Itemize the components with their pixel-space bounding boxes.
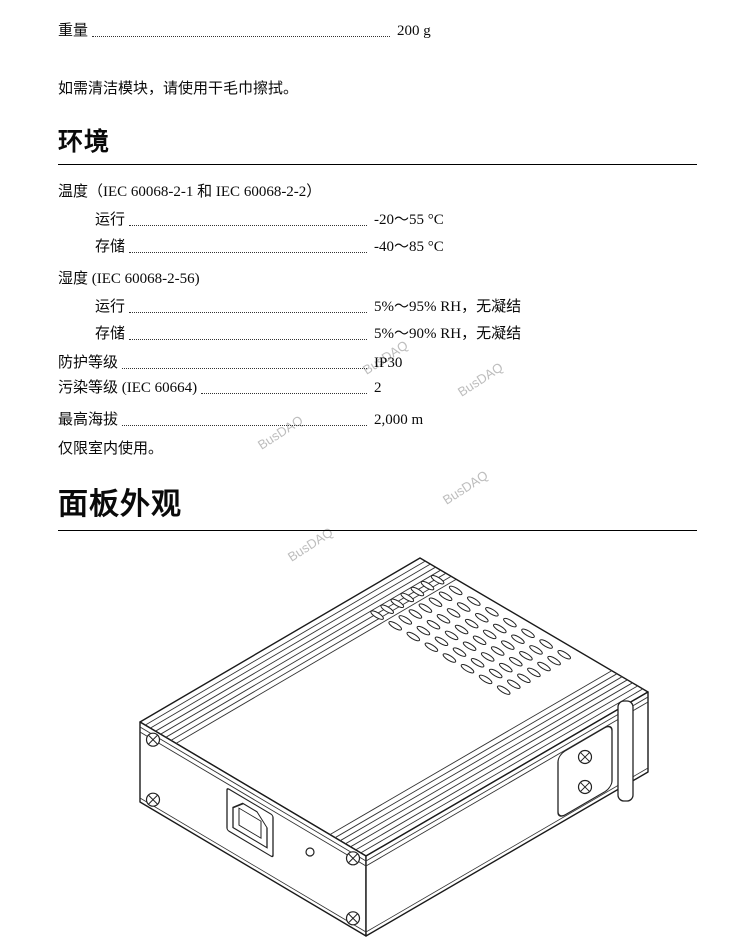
spec-value-weight: 200 g bbox=[397, 23, 431, 39]
dot-leader bbox=[122, 352, 367, 369]
spec-label: 污染等级 (IEC 60664) bbox=[58, 380, 198, 396]
spec-value: -40～85 °C bbox=[374, 239, 444, 255]
groove-lines bbox=[139, 560, 649, 933]
dot-leader bbox=[129, 323, 367, 340]
din-clip bbox=[557, 700, 634, 817]
spec-label: 存储 bbox=[95, 326, 126, 342]
spec-value: 5%～90% RH，无凝结 bbox=[374, 326, 522, 342]
indoor-use-note: 仅限室内使用。 bbox=[58, 441, 164, 457]
usb-port bbox=[226, 788, 274, 858]
section-rule bbox=[58, 164, 697, 165]
led-hole bbox=[305, 847, 315, 857]
spec-value: 2,000 m bbox=[374, 412, 424, 428]
spec-value: 5%～95% RH，无凝结 bbox=[374, 299, 522, 315]
spec-row-pollution-degree: 污染等级 (IEC 60664) 2 bbox=[58, 377, 697, 399]
device-isometric-illustration bbox=[139, 557, 649, 937]
dot-leader bbox=[129, 296, 367, 313]
document-content: 重量 200 g 如需清洁模块，请使用干毛巾擦拭。 环境 温度（IEC 6006… bbox=[58, 20, 697, 531]
spec-row-weight: 重量 200 g bbox=[58, 20, 697, 42]
spec-label: 防护等级 bbox=[58, 355, 119, 371]
corner-screw-icon bbox=[145, 792, 161, 807]
spec-label: 运行 bbox=[95, 299, 126, 315]
dot-leader bbox=[129, 236, 367, 253]
spec-label: 运行 bbox=[95, 212, 126, 228]
section-title-environment: 环境 bbox=[58, 128, 111, 156]
section-title-panel: 面板外观 bbox=[58, 488, 182, 521]
dot-leader bbox=[92, 20, 390, 37]
clip-screw-icon bbox=[577, 749, 593, 765]
spec-label: 最高海拔 bbox=[58, 412, 119, 428]
spec-row-max-altitude: 最高海拔 2,000 m bbox=[58, 409, 697, 431]
temperature-heading: 温度（IEC 60068-2-1 和 IEC 60068-2-2） bbox=[58, 184, 322, 200]
spec-value: 2 bbox=[374, 380, 382, 396]
humidity-heading: 湿度 (IEC 60068-2-56) bbox=[58, 271, 200, 287]
spec-value: IP30 bbox=[374, 355, 403, 371]
spec-row-ingress-protection: 防护等级 IP30 bbox=[58, 352, 697, 374]
corner-screw-icon bbox=[345, 851, 361, 866]
corner-screw-icon bbox=[145, 732, 161, 747]
spec-row-temp-storage: 存储 -40～85 °C bbox=[58, 236, 697, 258]
spec-value: -20～55 °C bbox=[374, 212, 444, 228]
spec-row-humidity-storage: 存储 5%～90% RH，无凝结 bbox=[58, 323, 697, 345]
clip-screw-icon bbox=[577, 779, 593, 795]
spec-label-weight: 重量 bbox=[58, 23, 89, 39]
cleaning-note: 如需清洁模块，请使用干毛巾擦拭。 bbox=[58, 81, 299, 97]
dot-leader bbox=[122, 409, 367, 426]
dot-leader bbox=[129, 209, 367, 226]
spec-label: 存储 bbox=[95, 239, 126, 255]
spec-row-humidity-operating: 运行 5%～95% RH，无凝结 bbox=[58, 296, 697, 318]
spec-row-temp-operating: 运行 -20～55 °C bbox=[58, 209, 697, 231]
corner-screw-icon bbox=[345, 911, 361, 926]
dot-leader bbox=[201, 377, 367, 394]
section-rule bbox=[58, 530, 697, 531]
